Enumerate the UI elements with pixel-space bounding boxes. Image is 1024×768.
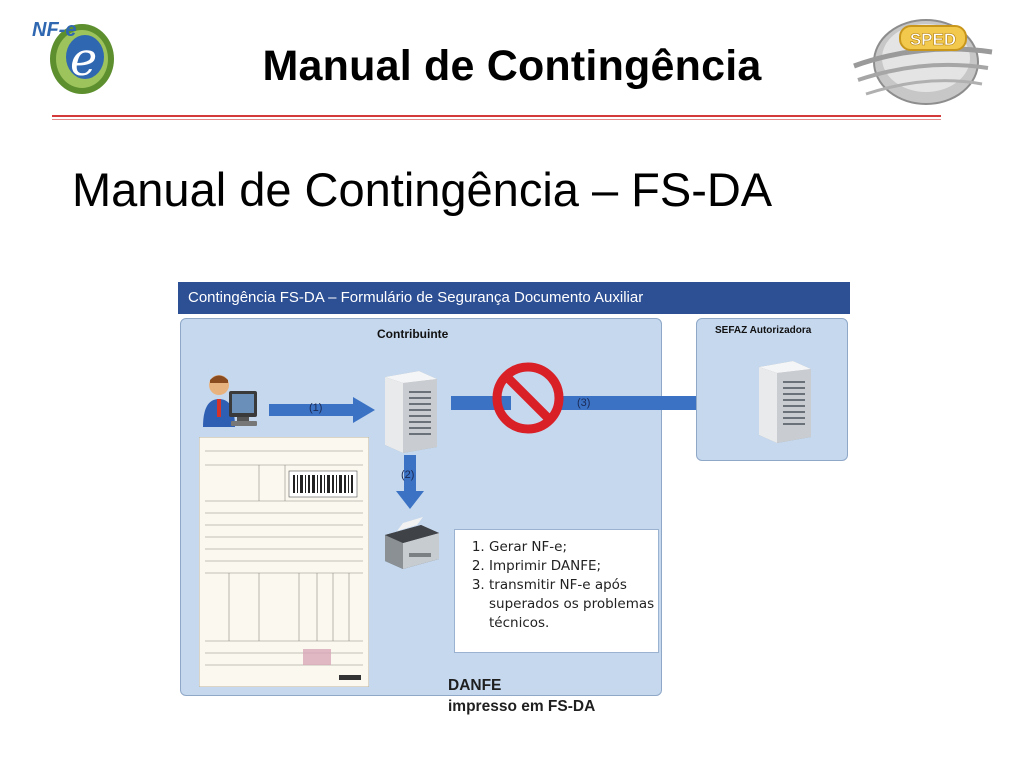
prohibited-icon — [491, 361, 565, 435]
danfe-caption-line1: DANFE — [448, 677, 502, 694]
step-item: Gerar NF-e; — [489, 538, 658, 557]
contribuinte-box: Contribuinte (1) — [180, 318, 665, 715]
arrow-2 — [395, 455, 425, 511]
diagram-banner: Contingência FS-DA – Formulário de Segur… — [178, 282, 850, 314]
sefaz-box: SEFAZ Autorizadora — [696, 318, 848, 461]
svg-text:e: e — [70, 32, 97, 86]
steps-list: Gerar NF-e; Imprimir DANFE; transmitir N… — [454, 529, 659, 653]
nfe-logo-text: NF-e — [32, 19, 76, 41]
step-item: transmitir NF-e após superados os proble… — [489, 576, 658, 633]
header-rule-thin — [52, 119, 941, 120]
contribuinte-server-icon — [379, 367, 441, 453]
danfe-form-image — [198, 436, 370, 688]
arrow-2-label: (2) — [401, 469, 415, 481]
arrow-3-label: (3) — [577, 397, 591, 409]
printer-icon — [377, 513, 443, 575]
fsda-diagram: Contingência FS-DA – Formulário de Segur… — [178, 282, 850, 715]
nfe-logo: e NF-e — [30, 12, 122, 98]
step-item: Imprimir DANFE; — [489, 557, 658, 576]
user-computer-icon — [199, 371, 261, 433]
header-rule — [52, 115, 941, 117]
sefaz-label: SEFAZ Autorizadora — [715, 325, 812, 336]
sped-logo-text: SPED — [910, 30, 956, 49]
arrow-3-body — [561, 393, 665, 413]
slide-title: Manual de Contingência – FS-DA — [72, 163, 773, 216]
sped-logo: SPED — [846, 8, 996, 110]
danfe-caption-line2: impresso em FS-DA — [448, 698, 596, 715]
arrow-1 — [269, 395, 377, 425]
arrow-1-label: (1) — [309, 402, 323, 414]
header-title: Manual de Contingência — [262, 42, 762, 90]
sefaz-server-icon — [753, 357, 815, 447]
danfe-caption: DANFE impresso em FS-DA — [448, 675, 595, 717]
contribuinte-label: Contribuinte — [377, 327, 449, 341]
